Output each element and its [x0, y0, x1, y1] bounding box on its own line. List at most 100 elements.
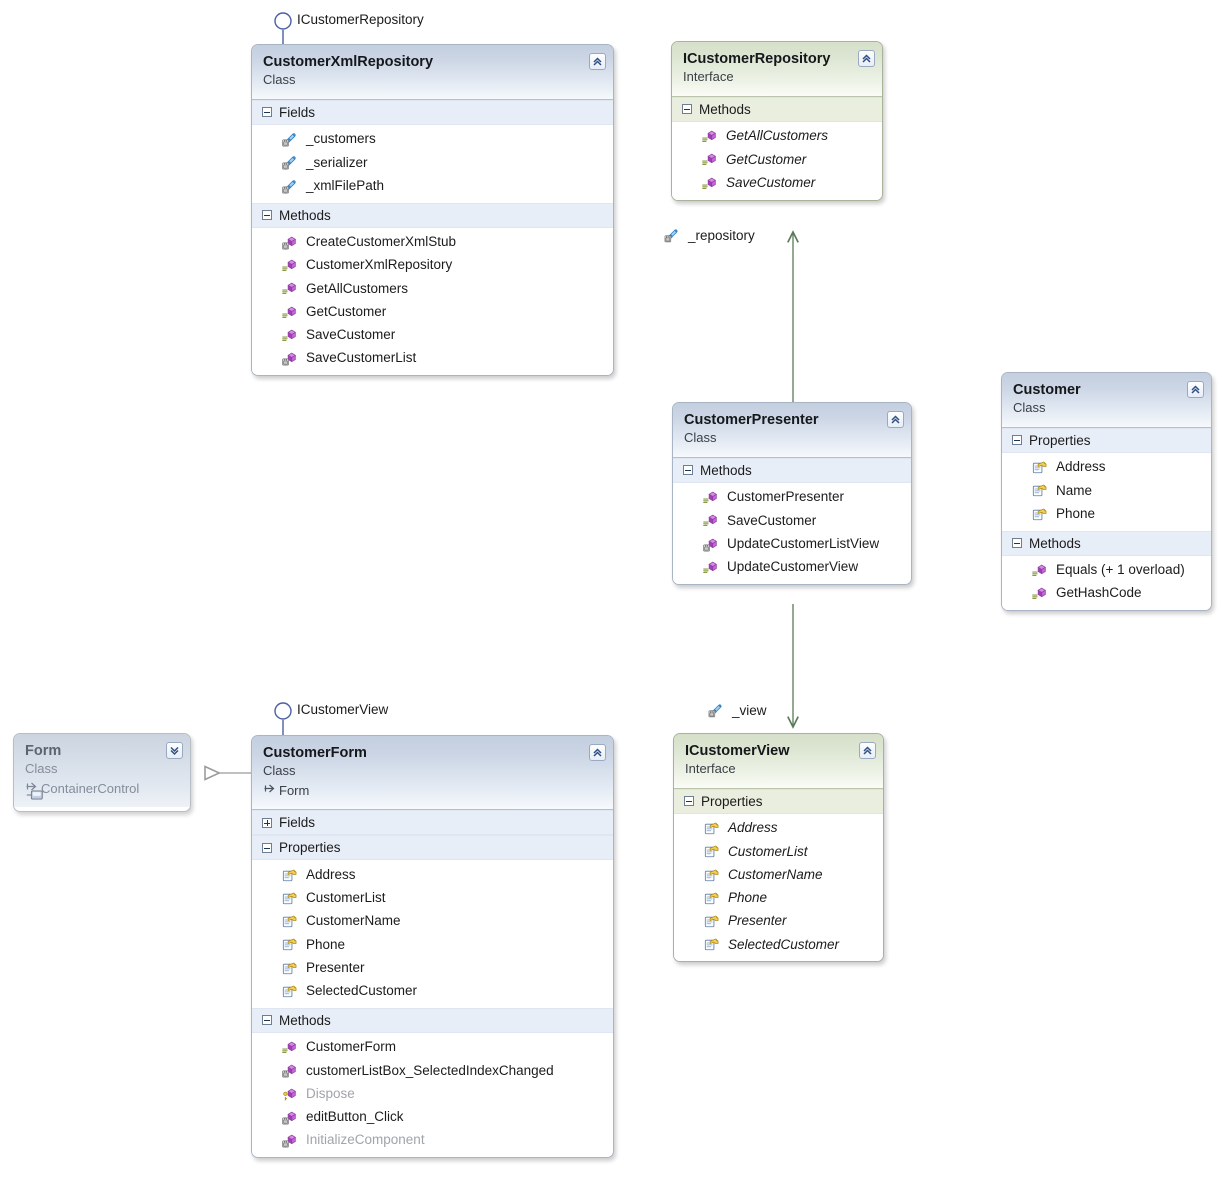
collapse-section-icon[interactable]: [262, 107, 272, 118]
member-row[interactable]: Phone: [674, 887, 883, 910]
collapse-section-icon[interactable]: [1012, 435, 1022, 446]
member-row[interactable]: GetHashCode: [1002, 582, 1211, 605]
member-row[interactable]: Address: [252, 863, 613, 886]
section-header-methods[interactable]: Methods: [672, 96, 882, 122]
member-row[interactable]: GetCustomer: [252, 300, 613, 323]
chevron-up-icon[interactable]: [589, 744, 606, 761]
member-row[interactable]: Address: [1002, 456, 1211, 479]
member-row[interactable]: CustomerForm: [252, 1036, 613, 1059]
section-header-methods[interactable]: Methods: [673, 457, 911, 483]
member-row[interactable]: GetCustomer: [672, 148, 882, 171]
assoc-label-view[interactable]: _view: [708, 703, 767, 718]
chevron-down-icon[interactable]: [166, 742, 183, 759]
method-icon: [282, 329, 296, 341]
member-row[interactable]: customerListBox_SelectedIndexChanged: [252, 1059, 613, 1082]
node-header[interactable]: CustomerXmlRepository Class: [252, 45, 613, 100]
member-row[interactable]: Equals (+ 1 overload): [1002, 559, 1211, 582]
property-icon: [1032, 461, 1047, 474]
node-header[interactable]: Customer Class: [1002, 373, 1211, 428]
chevron-up-icon[interactable]: [887, 411, 904, 428]
member-label: Address: [1056, 459, 1106, 475]
member-row[interactable]: Presenter: [674, 910, 883, 933]
member-row[interactable]: InitializeComponent: [252, 1129, 613, 1152]
member-row[interactable]: Presenter: [252, 956, 613, 979]
member-row[interactable]: SaveCustomer: [672, 171, 882, 194]
member-row[interactable]: Dispose: [252, 1082, 613, 1105]
member-row[interactable]: CustomerList: [674, 840, 883, 863]
member-label: Address: [306, 866, 356, 882]
member-row[interactable]: SelectedCustomer: [252, 980, 613, 1003]
member-row[interactable]: Address: [674, 817, 883, 840]
collapse-section-icon[interactable]: [262, 842, 272, 853]
member-row[interactable]: CreateCustomerXmlStub: [252, 231, 613, 254]
chevron-up-icon[interactable]: [1187, 381, 1204, 398]
chevron-up-icon[interactable]: [859, 742, 876, 759]
property-icon: [282, 869, 297, 881]
class-node-form[interactable]: Form Class ContainerControl: [13, 733, 191, 812]
chevron-up-icon[interactable]: [858, 50, 875, 67]
section-header-properties[interactable]: Properties: [674, 788, 883, 814]
member-row[interactable]: SaveCustomer: [252, 324, 613, 347]
method-icon: [282, 306, 296, 318]
method-icon: [282, 352, 296, 366]
collapse-section-icon[interactable]: [682, 104, 692, 115]
member-row[interactable]: CustomerName: [252, 910, 613, 933]
member-row[interactable]: CustomerXmlRepository: [252, 254, 613, 277]
class-node-customerxmlrepository[interactable]: CustomerXmlRepository Class Fields _custo…: [251, 44, 614, 377]
member-label: Phone: [1056, 505, 1096, 521]
expand-section-icon[interactable]: [262, 817, 272, 828]
member-row[interactable]: UpdateCustomerListView: [673, 532, 911, 555]
member-label: UpdateCustomerListView: [727, 535, 880, 551]
lollipop-label-icustomerview[interactable]: ICustomerView: [297, 702, 389, 717]
member-row[interactable]: SaveCustomer: [673, 509, 911, 532]
collapse-section-icon[interactable]: [684, 796, 694, 807]
member-row[interactable]: _customers: [252, 128, 613, 151]
node-header[interactable]: ICustomerView Interface: [674, 734, 883, 789]
section-header-methods[interactable]: Methods: [252, 1007, 613, 1033]
member-row[interactable]: GetAllCustomers: [672, 125, 882, 148]
member-row[interactable]: _xmlFilePath: [252, 174, 613, 197]
assoc-label-text: _view: [732, 703, 767, 718]
method-icon: [703, 561, 717, 573]
member-row[interactable]: _serializer: [252, 151, 613, 174]
section-header-methods[interactable]: Methods: [252, 202, 613, 228]
member-row[interactable]: GetAllCustomers: [252, 277, 613, 300]
section-header-fields[interactable]: Fields: [252, 99, 613, 125]
section-header-fields[interactable]: Fields: [252, 810, 613, 836]
member-row[interactable]: CustomerList: [252, 887, 613, 910]
member-row[interactable]: Name: [1002, 479, 1211, 502]
collapse-section-icon[interactable]: [683, 465, 693, 476]
node-kind: Class: [263, 72, 296, 88]
node-title: CustomerXmlRepository: [263, 54, 434, 70]
member-row[interactable]: UpdateCustomerView: [673, 556, 911, 579]
member-row[interactable]: Phone: [1002, 502, 1211, 525]
member-row[interactable]: SelectedCustomer: [674, 933, 883, 956]
collapse-section-icon[interactable]: [1012, 538, 1022, 549]
node-header[interactable]: CustomerPresenter Class: [673, 403, 911, 458]
assoc-label-repository[interactable]: _repository: [664, 228, 755, 243]
member-row[interactable]: CustomerName: [674, 863, 883, 886]
node-header[interactable]: Form Class ContainerControl: [14, 734, 190, 808]
lollipop-label-icustomerrepository[interactable]: ICustomerRepository: [297, 12, 424, 27]
property-icon: [282, 938, 297, 951]
member-row[interactable]: SaveCustomerList: [252, 347, 613, 370]
member-row[interactable]: CustomerPresenter: [673, 486, 911, 509]
member-label: Name: [1056, 482, 1093, 498]
node-header[interactable]: ICustomerRepository Interface: [672, 42, 882, 97]
chevron-up-icon[interactable]: [589, 53, 606, 70]
collapse-section-icon[interactable]: [262, 210, 272, 221]
node-header[interactable]: CustomerForm Class Form: [252, 736, 613, 811]
section-header-methods[interactable]: Methods: [1002, 530, 1211, 556]
collapse-section-icon[interactable]: [262, 1015, 272, 1026]
member-row[interactable]: editButton_Click: [252, 1106, 613, 1129]
member-row[interactable]: Phone: [252, 933, 613, 956]
section-header-properties[interactable]: Properties: [252, 835, 613, 861]
section-header-properties[interactable]: Properties: [1002, 427, 1211, 453]
